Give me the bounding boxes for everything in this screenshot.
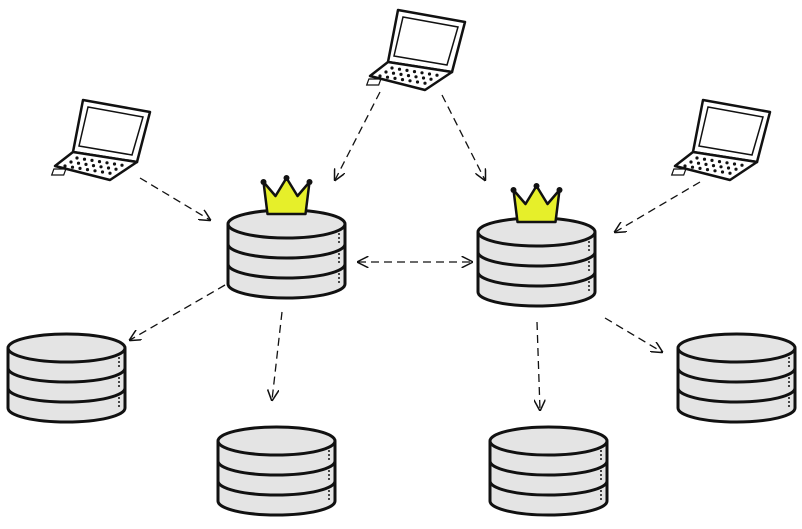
leader-database-right <box>476 183 597 308</box>
laptop-client-left <box>50 98 152 182</box>
laptop-client-right <box>670 98 772 182</box>
follower-database-4 <box>676 332 797 424</box>
arrow-laptop-top-to-leader-right <box>441 94 485 180</box>
nodes <box>6 8 797 517</box>
follower-database-2 <box>216 425 337 517</box>
arrow-laptop-top-to-leader-left <box>335 91 381 180</box>
crown-icon <box>510 183 563 224</box>
leader-database-left <box>226 175 347 300</box>
edges <box>130 91 701 410</box>
laptop-client-top <box>365 8 467 92</box>
arrow-laptop-right-to-leader-right <box>615 181 701 232</box>
arrow-leader-right-to-follower-3 <box>537 321 540 410</box>
follower-database-1 <box>6 332 127 424</box>
arrow-laptop-left-to-leader-left <box>139 177 210 220</box>
crown-icon <box>260 175 313 216</box>
follower-database-3 <box>488 425 609 517</box>
arrow-leader-right-to-follower-4 <box>604 317 662 352</box>
arrow-leader-left-to-follower-1 <box>130 284 226 340</box>
arrow-leader-left-to-follower-2 <box>272 311 283 400</box>
